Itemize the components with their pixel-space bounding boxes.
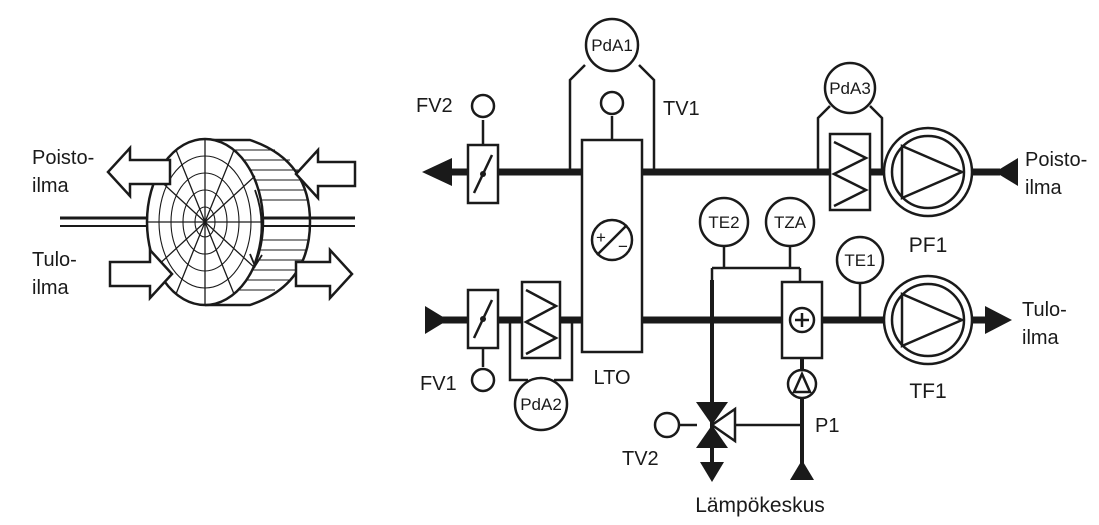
fv1-actuator-icon xyxy=(470,367,496,393)
exhaust-air-label-2: ilma xyxy=(1025,177,1063,199)
wheel-supply-label-1: Tulo- xyxy=(32,249,77,271)
svg-text:−: − xyxy=(618,237,628,256)
pda1-label: PdA1 xyxy=(591,36,633,55)
heat-recovery-lto: + − LTO PdA1 TV1 xyxy=(568,17,700,389)
damper-fv2: FV2 xyxy=(416,93,500,205)
pda3-label: PdA3 xyxy=(829,79,871,98)
supply-fan-tf1: TF1 Tulo- ilma xyxy=(882,274,1067,403)
tf1-fan-icon xyxy=(882,274,974,366)
svg-text:+: + xyxy=(596,228,606,247)
exhaust-outflow-arrow-icon xyxy=(106,144,172,200)
exhaust-filter: PdA3 xyxy=(816,61,884,212)
heating-water-circuit: P1 TV2 Lämpökeskus xyxy=(622,280,839,517)
supply-outflow-arrow-icon xyxy=(294,246,354,302)
exhaust-fan-pf1: PF1 Poisto- ilma xyxy=(882,126,1087,257)
pda2-label: PdA2 xyxy=(520,395,562,414)
wheel-exhaust-label-2: ilma xyxy=(32,175,70,197)
exhaust-air-label-1: Poisto- xyxy=(1025,149,1087,171)
supply-outlet-arrow-icon xyxy=(985,306,1012,334)
wheel-exhaust-label-1: Poisto- xyxy=(32,147,94,169)
pda3-gauge-icon xyxy=(823,61,877,115)
return-to-plant-arrow-icon xyxy=(700,462,724,482)
te2-label: TE2 xyxy=(708,213,739,232)
fv2-actuator-icon xyxy=(470,93,496,119)
damper-fv1: FV1 xyxy=(420,288,500,395)
supply-inflow-arrow-icon xyxy=(108,246,174,302)
wheel-supply-label-2: ilma xyxy=(32,277,70,299)
tv2-actuator-icon xyxy=(653,411,681,439)
sensor-te1: TE1 xyxy=(835,235,885,320)
pf1-label: PF1 xyxy=(909,234,948,257)
heating-plant-label: Lämpökeskus xyxy=(695,494,825,517)
tv1-label: TV1 xyxy=(663,98,700,120)
supply-inlet-arrow-icon xyxy=(425,306,448,334)
heating-coil xyxy=(780,280,824,360)
tv2-label: TV2 xyxy=(622,448,659,470)
tza-label: TZA xyxy=(774,213,807,232)
tf1-label: TF1 xyxy=(909,380,946,403)
supply-air-label-1: Tulo- xyxy=(1022,299,1067,321)
pda2-gauge-icon xyxy=(513,376,569,432)
te1-label: TE1 xyxy=(844,251,875,270)
rotary-wheel-illustration: Poisto- ilma Tulo- ilma xyxy=(32,137,357,307)
te1-sensor-icon xyxy=(835,235,885,285)
fv2-label: FV2 xyxy=(416,95,453,117)
supply-filter: PdA2 xyxy=(508,280,574,432)
lto-label: LTO xyxy=(593,367,630,389)
supply-from-plant-arrow-icon xyxy=(790,460,814,480)
pf1-fan-icon xyxy=(882,126,974,218)
pda1-gauge-icon xyxy=(584,17,640,73)
exhaust-inlet-arrow-icon xyxy=(995,158,1018,186)
fv1-label: FV1 xyxy=(420,373,457,395)
supply-air-label-2: ilma xyxy=(1022,327,1060,349)
exhaust-inflow-arrow-icon xyxy=(294,146,357,202)
p1-label: P1 xyxy=(815,415,839,437)
tv1-actuator-icon xyxy=(599,90,625,116)
exhaust-outlet-arrow-icon xyxy=(422,158,452,186)
sensors-te2-tza: TE2 TZA xyxy=(698,196,816,282)
